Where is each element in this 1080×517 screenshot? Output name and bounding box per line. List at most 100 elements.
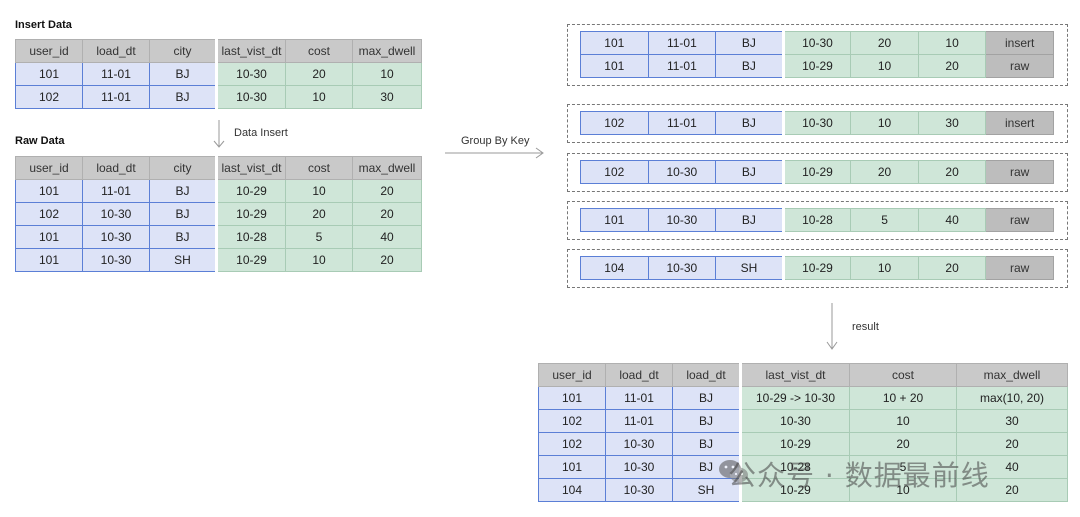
key-cell: 102 [580,111,649,135]
value-cell: 20 [917,256,987,280]
value-cell: 10-29 [781,256,852,280]
key-cell: BJ [672,386,741,410]
value-cell: 20 [956,432,1068,456]
value-cell: 20 [849,432,957,456]
value-cell: 20 [285,62,353,86]
column-header: cost [285,39,353,63]
key-cell: 10-30 [647,160,717,184]
group-by-key-arrow [445,147,544,159]
key-cell: 101 [580,31,649,55]
wechat-icon [719,460,748,483]
key-cell: 10-30 [605,455,673,479]
key-cell: 101 [580,208,649,232]
key-cell: 10-30 [82,202,150,226]
column-header: user_id [15,156,83,180]
value-cell: 5 [849,455,957,479]
value-cell: 10-30 [215,85,286,109]
value-cell: 10 [917,31,987,55]
value-cell: 20 [285,202,353,226]
result-label: result [852,321,879,333]
value-cell: 10-29 [739,432,850,456]
column-header: user_id [15,39,83,63]
key-cell: 11-01 [647,111,717,135]
value-cell: 20 [956,478,1068,502]
watermark-text: 公众号 · 数据最前线 [728,459,990,492]
source-tag-cell: raw [985,208,1054,232]
key-cell: BJ [149,202,217,226]
value-cell: 10-28 [739,455,850,479]
raw-data-title: Raw Data [15,135,65,147]
key-cell: 104 [580,256,649,280]
value-cell: max(10, 20) [956,386,1068,410]
key-cell: 10-30 [647,208,717,232]
key-cell: 101 [15,62,83,86]
column-header: load_dt [82,39,150,63]
key-cell: 102 [15,85,83,109]
value-cell: 10 [850,256,919,280]
value-cell: 20 [850,160,919,184]
value-cell: 10-29 [781,54,852,78]
column-header: max_dwell [352,156,422,180]
key-cell: 11-01 [605,409,673,433]
value-cell: 20 [917,54,987,78]
value-cell: 5 [850,208,919,232]
key-cell: 101 [580,54,649,78]
value-cell: 10 [285,179,353,203]
key-cell: 10-30 [82,248,150,272]
value-cell: 30 [917,111,987,135]
column-header: city [149,39,217,63]
value-cell: 10 [850,111,919,135]
key-cell: BJ [149,225,217,249]
key-cell: 101 [538,455,606,479]
value-cell: 10-28 [215,225,286,249]
value-cell: 10 [850,54,919,78]
value-cell: 20 [352,179,422,203]
value-cell: 10-29 [215,202,286,226]
column-header: load_dt [672,363,741,387]
value-cell: 5 [285,225,353,249]
column-header: load_dt [82,156,150,180]
value-cell: 10-30 [215,62,286,86]
key-cell: BJ [149,179,217,203]
data-insert-arrow [213,120,225,148]
key-cell: 11-01 [647,31,717,55]
column-header: user_id [538,363,606,387]
column-header: max_dwell [352,39,422,63]
value-cell: 10 [849,409,957,433]
key-cell: 101 [15,225,83,249]
key-cell: SH [715,256,784,280]
value-cell: 10 [285,85,353,109]
column-header: max_dwell [956,363,1068,387]
value-cell: 20 [352,248,422,272]
key-cell: 10-30 [647,256,717,280]
key-cell: BJ [672,409,741,433]
result-arrow [826,303,838,350]
key-cell: 11-01 [605,386,673,410]
key-cell: 102 [15,202,83,226]
key-cell: 11-01 [82,179,150,203]
insert-data-title: Insert Data [15,19,72,31]
value-cell: 40 [352,225,422,249]
key-cell: 104 [538,478,606,502]
value-cell: 30 [352,85,422,109]
key-cell: 10-30 [82,225,150,249]
